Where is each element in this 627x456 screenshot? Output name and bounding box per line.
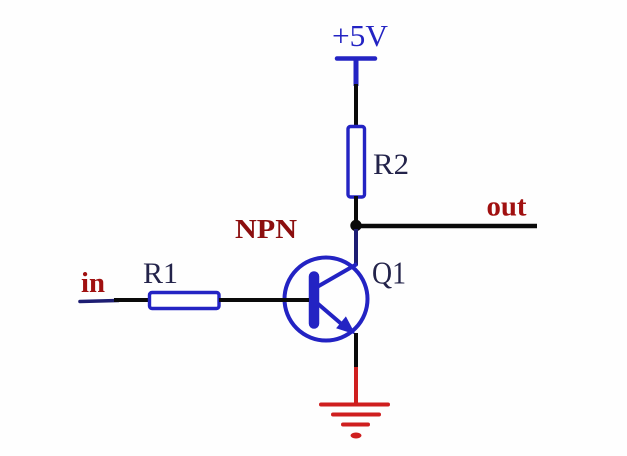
svg-text:+5V: +5V <box>332 18 389 53</box>
svg-text:R2: R2 <box>373 148 409 181</box>
svg-text:NPN: NPN <box>235 214 298 244</box>
svg-text:in: in <box>81 268 105 299</box>
svg-text:R1: R1 <box>143 257 178 290</box>
svg-text:out: out <box>487 192 528 223</box>
svg-text:Q1: Q1 <box>372 255 406 291</box>
